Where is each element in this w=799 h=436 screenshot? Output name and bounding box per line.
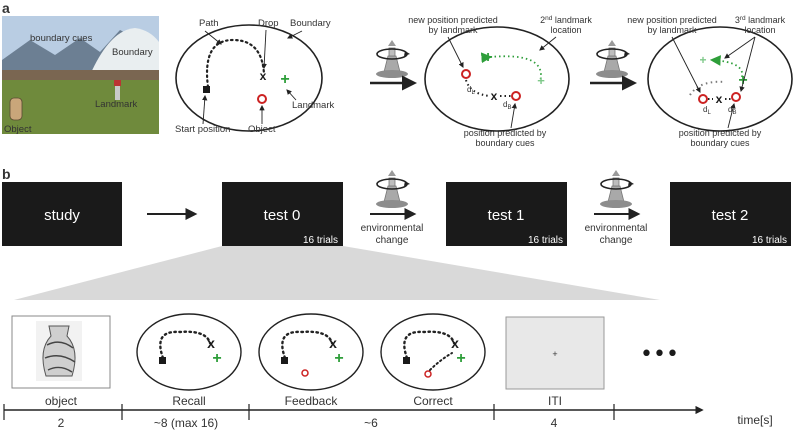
environment-change-icon-b2 <box>594 169 641 220</box>
block-test0-trials: 16 trials <box>303 235 338 246</box>
change1-predicted-boundary-line1: position predicted by <box>464 128 547 138</box>
svg-text:x: x <box>207 335 215 351</box>
time-axis-label: time[s] <box>737 413 772 427</box>
block-test2-trials: 16 trials <box>752 235 787 246</box>
phase-correct-label: Correct <box>413 394 453 408</box>
change1-predicted-landmark-line2: by landmark <box>428 25 478 35</box>
trial-object-frame <box>11 315 111 389</box>
environment-change-icon-b1 <box>370 169 417 220</box>
phase-recall-label: Recall <box>172 394 205 408</box>
change2-arena: + + x <box>647 26 793 132</box>
change1-landmark-location-line2: location <box>550 25 581 35</box>
svg-text:x: x <box>491 89 498 103</box>
environment-change-icon-a1 <box>370 39 417 91</box>
svg-text:x: x <box>260 69 267 83</box>
block-test-0: test 0 16 trials <box>222 182 343 246</box>
change1-dB-label: dB <box>503 100 511 111</box>
iti-fixation-cross: + <box>552 349 557 359</box>
schematic-callout-arrows <box>201 29 303 125</box>
virtual-environment-image <box>2 16 159 134</box>
change2-predicted-boundary-line2: boundary cues <box>690 138 750 148</box>
block-test-1: test 1 16 trials <box>446 182 567 246</box>
change1-callout-arrows <box>447 36 557 129</box>
block-test1-label: test 1 <box>488 207 525 224</box>
schematic-arena: x + <box>175 24 323 132</box>
block-test0-label: test 0 <box>264 207 301 224</box>
timeline-axis <box>3 404 704 420</box>
panel-a-label: a <box>2 0 10 16</box>
scene-boundary-cues-label: boundary cues <box>30 33 93 44</box>
block-test1-trials: 16 trials <box>528 235 563 246</box>
phase-iti-label: ITI <box>548 394 562 408</box>
svg-text:x: x <box>451 335 459 351</box>
change1-predicted-landmark-line1: new position predicted <box>408 15 498 25</box>
phase-object-label: object <box>45 394 78 408</box>
change2-predicted-landmark-line1: new position predicted <box>627 15 717 25</box>
svg-text:+: + <box>699 53 706 67</box>
schematic-drop-label: Drop <box>258 18 279 29</box>
svg-text:+: + <box>456 350 465 367</box>
change2-dB-label: dB <box>728 105 736 116</box>
trial-correct-frame: x + <box>380 313 486 391</box>
change2-predicted-boundary-line1: position predicted by <box>679 128 762 138</box>
schematic-landmark-label: Landmark <box>292 100 334 111</box>
zoom-wedge <box>14 246 660 300</box>
change1-landmark-location-line1: 2nd landmark <box>540 15 592 25</box>
panel-b-label: b <box>2 166 11 182</box>
change1-arena: + + x <box>424 26 570 132</box>
change-b1-line1: environmental <box>361 223 424 234</box>
change-b1-line2: change <box>376 235 409 246</box>
schematic-boundary-label: Boundary <box>290 18 331 29</box>
continuation-ellipsis: ••• <box>640 342 679 367</box>
svg-text:+: + <box>738 72 747 89</box>
schematic-start-label: Start position <box>175 124 230 135</box>
svg-text:+: + <box>334 350 343 367</box>
change2-landmark-location-line1: 3rd landmark <box>735 15 786 25</box>
block-study-label: study <box>44 207 80 224</box>
change2-predicted-landmark-line2: by landmark <box>647 25 697 35</box>
scene-landmark-label: Landmark <box>95 99 137 110</box>
change-b2-line1: environmental <box>585 223 648 234</box>
trial-iti-frame: + <box>505 316 605 390</box>
scene-boundary-label: Boundary <box>112 47 153 58</box>
block-study: study <box>2 182 122 246</box>
svg-text:+: + <box>537 73 545 88</box>
change2-landmark-location-line2: location <box>744 25 775 35</box>
svg-text:+: + <box>280 71 289 88</box>
block-test-2: test 2 16 trials <box>670 182 791 246</box>
svg-text:x: x <box>329 335 337 351</box>
schematic-object-label: Object <box>248 124 276 135</box>
schematic-path-label: Path <box>199 18 219 29</box>
change2-callout-arrows <box>671 36 756 129</box>
svg-text:x: x <box>716 92 723 106</box>
duration-object: 2 <box>58 416 65 430</box>
phase-feedback-label: Feedback <box>285 394 339 408</box>
duration-feedback-correct: ~6 <box>364 416 378 430</box>
change1-predicted-boundary-line2: boundary cues <box>475 138 535 148</box>
duration-iti: 4 <box>551 416 558 430</box>
change1-dL-label: dL <box>467 85 475 96</box>
block-test2-label: test 2 <box>712 207 749 224</box>
change2-dL-label: dL <box>703 105 711 116</box>
trial-feedback-frame: x + <box>258 313 364 391</box>
change-b2-line2: change <box>600 235 633 246</box>
scene-object-label: Object <box>4 124 32 135</box>
duration-recall: ~8 (max 16) <box>154 416 218 430</box>
trial-recall-frame: x + <box>136 313 242 391</box>
svg-text:+: + <box>212 350 221 367</box>
environment-change-icon-a2 <box>590 39 637 91</box>
